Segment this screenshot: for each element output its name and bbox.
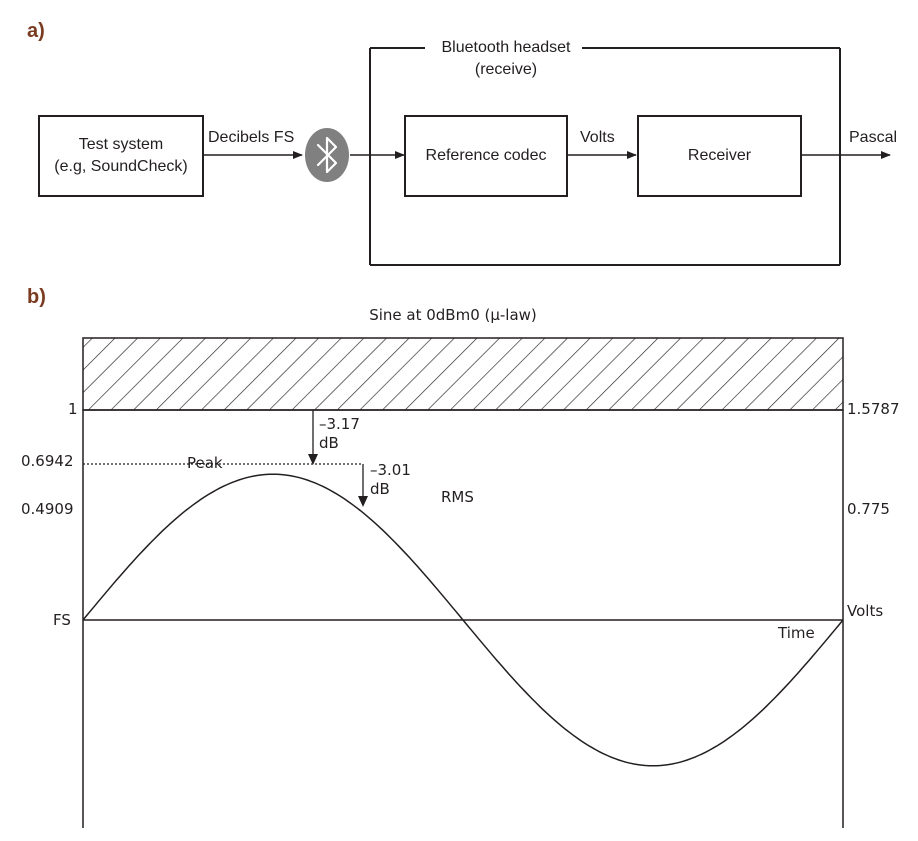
drop-arrow-3-01: [358, 464, 368, 507]
right-axis-volts-label: Volts: [847, 602, 884, 620]
test-system-box: Test system (e.g, SoundCheck): [38, 115, 204, 197]
decibels-fs-label: Decibels FS: [208, 129, 295, 146]
time-label: Time: [778, 624, 815, 642]
test-system-label-line1: Test system: [78, 136, 164, 153]
drop2-unit: dB: [370, 480, 390, 498]
drop2-value: –3.01: [370, 461, 411, 479]
volts-label: Volts: [580, 129, 615, 146]
headset-enclosure: [369, 47, 841, 266]
left-axis-fs-label: FS: [53, 611, 71, 629]
receiver-box: Receiver: [637, 115, 802, 197]
panel-a-label: a): [27, 20, 45, 42]
reference-codec-box: Reference codec: [404, 115, 568, 197]
drop1-value: –3.17: [319, 415, 360, 433]
panel-b-label: b): [27, 286, 46, 308]
receiver-label: Receiver: [687, 147, 752, 164]
reference-codec-label: Reference codec: [425, 147, 547, 164]
left-tick-1: 1: [68, 400, 78, 418]
sine-wave: [82, 473, 844, 767]
headset-title-line1: Bluetooth headset: [441, 39, 571, 56]
rms-label: RMS: [441, 488, 474, 506]
clipping-region: [82, 337, 844, 411]
right-tick-top: 1.5787: [847, 400, 900, 418]
bluetooth-icon: [305, 128, 349, 182]
left-tick-rms: 0.4909: [21, 500, 74, 518]
test-system-label-line2: (e.g, SoundCheck): [54, 158, 188, 175]
peak-label: Peak: [187, 454, 223, 472]
right-tick-rms: 0.775: [847, 500, 890, 518]
left-tick-peak: 0.6942: [21, 452, 74, 470]
pascal-label: Pascal: [849, 129, 898, 146]
drop-arrow-3-17: [308, 410, 318, 465]
headset-title-line2: (receive): [474, 61, 538, 78]
drop1-unit: dB: [319, 434, 339, 452]
chart-title: Sine at 0dBm0 (μ-law): [369, 306, 537, 324]
